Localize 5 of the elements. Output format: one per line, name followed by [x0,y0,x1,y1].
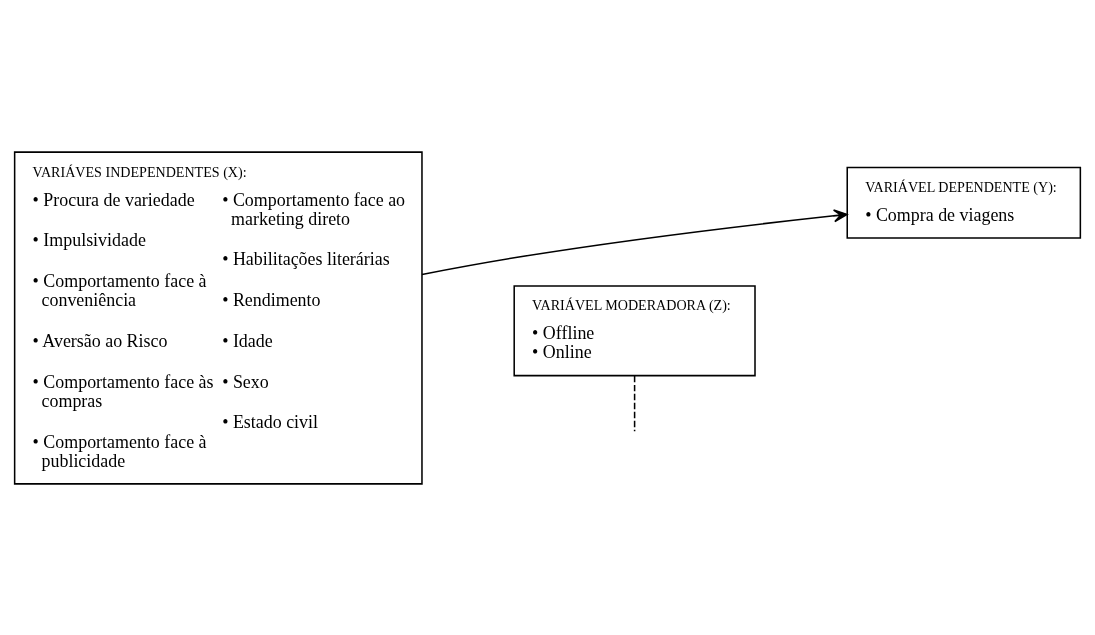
node-box: VARIÁVES INDEPENDENTES (X): • Procura de variedade • Impulsividade • Comportamento face à conveniência • Aversão ao Risco • Comportamento face às compras • Comportamento face à publicidade • Comportamento face ao marketing direto • Habilitações literárias • Rendimento • Idade • Sexo • Estado civil [13,150,423,485]
connector [633,374,636,432]
node-box: VARIÁVEL DEPENDENTE (Y): • Compra de viagens [846,166,1082,239]
node-box: VARIÁVEL MODERADORA (Z): • Offline • Online [513,284,756,376]
arrow [421,208,848,275]
